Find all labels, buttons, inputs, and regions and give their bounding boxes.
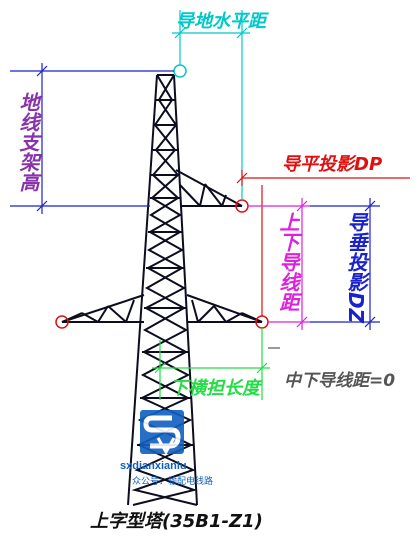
dim-upper-lower-distance (248, 198, 310, 330)
watermark-text: sxdianxianlu (120, 460, 187, 472)
label-top-horizontal: 导地水平距 (176, 11, 269, 32)
ground-wire-point (173, 64, 187, 78)
dim-vertical-projection (310, 198, 380, 330)
watermark-subtext: 众公号：输配电线路 (132, 475, 213, 487)
dim-lower-arm-length (152, 328, 270, 400)
label-tower-type: 上字型塔(35B1-Z1) (90, 511, 263, 532)
label-lower-arm-length: 下横担长度 (170, 378, 263, 399)
lower-cross-arm (61, 294, 263, 323)
label-horizontal-projection: 导平投影DP (282, 154, 382, 175)
label-ground-wire-height: 地线支架高 (16, 92, 40, 192)
tower-structure (127, 74, 198, 506)
watermark-logo (140, 410, 184, 456)
label-middle-lower-distance: 中下导线距=0 (284, 371, 395, 391)
label-upper-lower-distance: 上下导线距 (275, 212, 300, 312)
dim-horizontal-projection (236, 170, 410, 316)
dim-top-horizontal (172, 10, 250, 200)
upper-cross-arm (175, 169, 243, 207)
label-vertical-projection: 导垂投影DZ (344, 212, 368, 324)
left-conductor-point (55, 315, 69, 329)
dim-ground-wire-height (10, 63, 174, 214)
